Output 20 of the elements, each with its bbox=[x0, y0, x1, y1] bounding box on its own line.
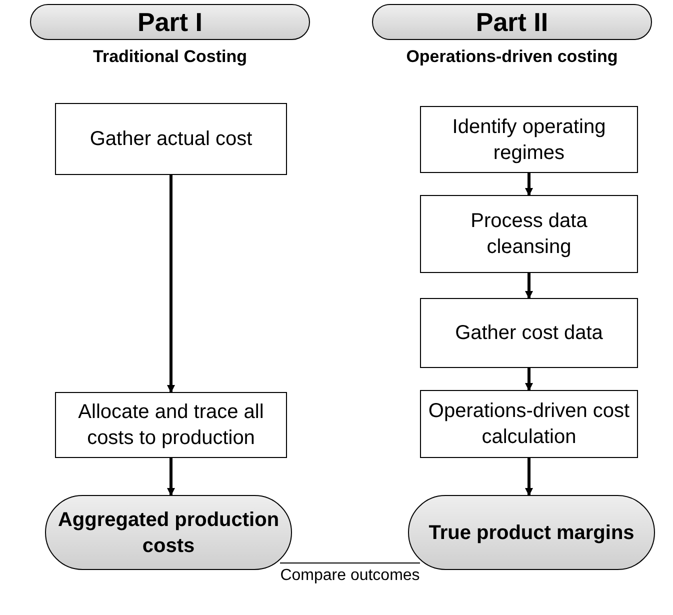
section-header-pill: Part II bbox=[372, 4, 652, 40]
process-box: Gather cost data bbox=[420, 298, 638, 368]
process-box: Operations-driven cost calculation bbox=[420, 390, 638, 458]
section-header-pill: Part I bbox=[30, 4, 310, 40]
terminal-pill: True product margins bbox=[408, 495, 655, 570]
arrow bbox=[525, 368, 533, 391]
process-box: Allocate and trace all costs to production bbox=[55, 392, 287, 458]
edge-label: Compare outcomes bbox=[280, 567, 420, 585]
process-box: Identify operating regimes bbox=[420, 106, 638, 173]
arrow bbox=[525, 273, 533, 299]
arrow bbox=[167, 175, 175, 393]
arrow bbox=[525, 173, 533, 196]
connector-line bbox=[280, 562, 420, 564]
process-box: Gather actual cost bbox=[55, 103, 287, 175]
section-subtitle: Traditional Costing bbox=[93, 47, 247, 67]
section-subtitle: Operations-driven costing bbox=[406, 47, 618, 67]
arrow bbox=[167, 458, 175, 496]
terminal-pill: Aggregated production costs bbox=[45, 495, 292, 570]
arrow bbox=[525, 458, 533, 496]
process-box: Process data cleansing bbox=[420, 195, 638, 273]
